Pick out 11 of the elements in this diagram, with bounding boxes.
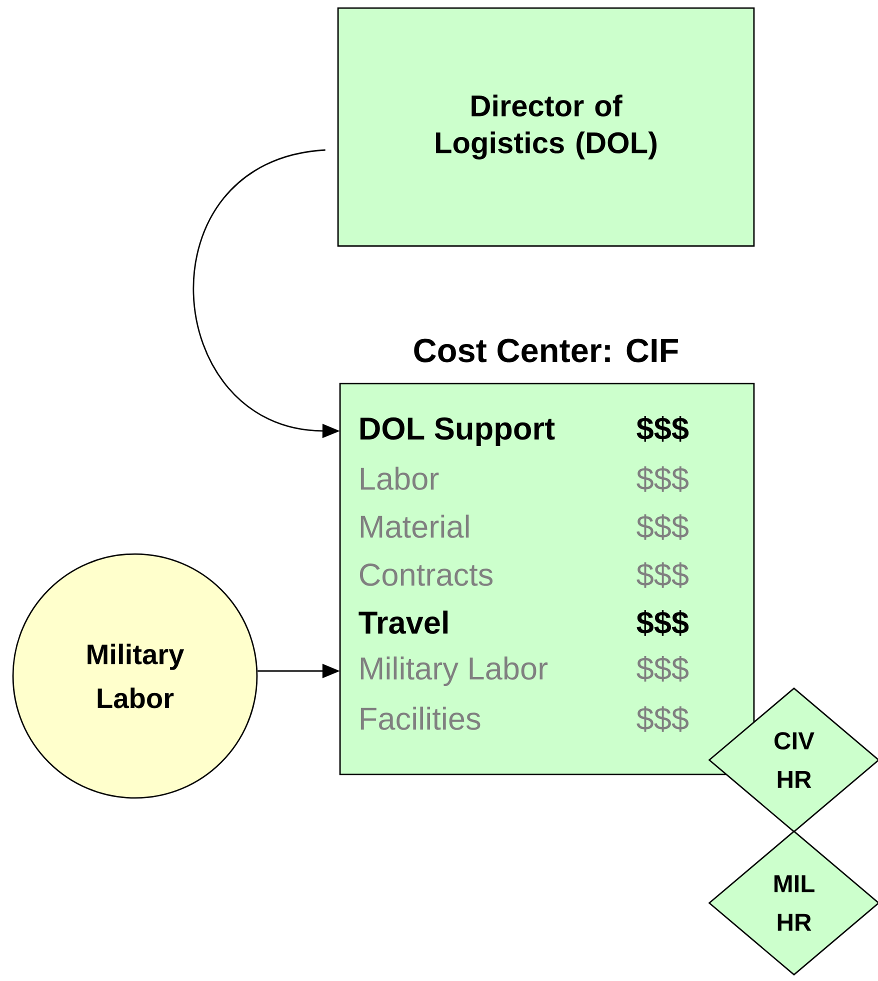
cost-item: Military Labor $$$ (360, 656, 689, 686)
cost-item: Facilities $$$ (360, 706, 689, 732)
cost-item: Material $$$ (360, 514, 689, 540)
cost-item: DOL Support $$$ (360, 416, 689, 446)
director-box: Director of Logistics (DOL) (337, 7, 755, 247)
cost-item: Labor $$$ (360, 466, 689, 492)
circle-node: Military Labor (12, 553, 258, 799)
node-label: Cost Center: CIF (414, 338, 678, 362)
cost-item: Contracts $$$ (360, 562, 689, 588)
cost-item: Travel $$$ (358, 610, 689, 636)
node-label: CIV HR (774, 732, 814, 788)
